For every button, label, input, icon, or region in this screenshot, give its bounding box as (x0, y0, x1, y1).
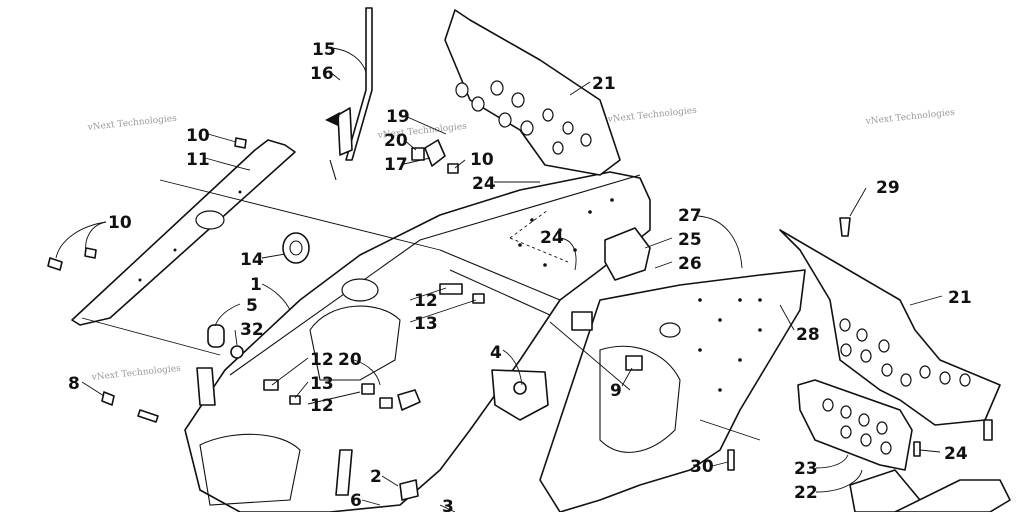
callout-30: 30 (690, 457, 714, 477)
callout-21: 21 (948, 288, 972, 308)
callout-5: 5 (246, 296, 258, 316)
callout-22: 22 (794, 483, 818, 503)
bushing (196, 324, 244, 406)
callout-32: 32 (240, 320, 264, 340)
watermark: vNext Technologies (606, 106, 697, 125)
side-panel (539, 269, 806, 512)
footrest-lower (779, 229, 1001, 426)
callout-10: 10 (108, 213, 132, 233)
steering-post (325, 7, 373, 181)
leader-lines (55, 47, 943, 512)
callout-28: 28 (796, 325, 820, 345)
callout-29: 29 (876, 178, 900, 198)
callout-10: 10 (470, 150, 494, 170)
callout-8: 8 (68, 374, 80, 394)
watermark: vNext Technologies (864, 108, 955, 127)
bumper (282, 232, 310, 264)
callout-16: 16 (310, 64, 334, 84)
callout-27: 27 (678, 206, 702, 226)
callout-20: 20 (338, 350, 362, 370)
callout-20: 20 (384, 131, 408, 151)
callout-21: 21 (592, 74, 616, 94)
callout-1: 1 (250, 275, 262, 295)
callout-12: 12 (310, 350, 334, 370)
callout-26: 26 (678, 254, 702, 274)
callout-11: 11 (186, 150, 210, 170)
callout-23: 23 (794, 459, 818, 479)
callout-14: 14 (240, 250, 264, 270)
crossbar (71, 139, 296, 326)
callout-13: 13 (310, 374, 334, 394)
callout-4: 4 (490, 343, 502, 363)
callout-labels: 15 16 19 20 17 10 24 21 10 11 10 14 1 5 … (68, 40, 972, 512)
callout-3: 3 (442, 497, 454, 512)
callout-24: 24 (472, 174, 496, 194)
callout-6: 6 (350, 491, 362, 511)
callout-13: 13 (414, 314, 438, 334)
callout-24: 24 (540, 228, 564, 248)
main-frame (184, 171, 651, 512)
callout-25: 25 (678, 230, 702, 250)
callout-2: 2 (370, 467, 382, 487)
watermark: vNext Technologies (86, 114, 177, 133)
callout-12: 12 (414, 291, 438, 311)
callout-10: 10 (186, 126, 210, 146)
callout-12: 12 (310, 396, 334, 416)
fasteners (47, 137, 993, 501)
mount-plate (604, 227, 651, 281)
assembly-lines (81, 179, 761, 441)
lower-bracket (797, 379, 1011, 512)
footrest-upper (444, 9, 621, 176)
motor-mount (491, 369, 549, 421)
callout-17: 17 (384, 155, 408, 175)
callout-24: 24 (944, 444, 968, 464)
callout-9: 9 (610, 381, 622, 401)
callout-15: 15 (312, 40, 336, 60)
watermark: vNext Technologies (90, 364, 181, 383)
callout-19: 19 (386, 107, 410, 127)
